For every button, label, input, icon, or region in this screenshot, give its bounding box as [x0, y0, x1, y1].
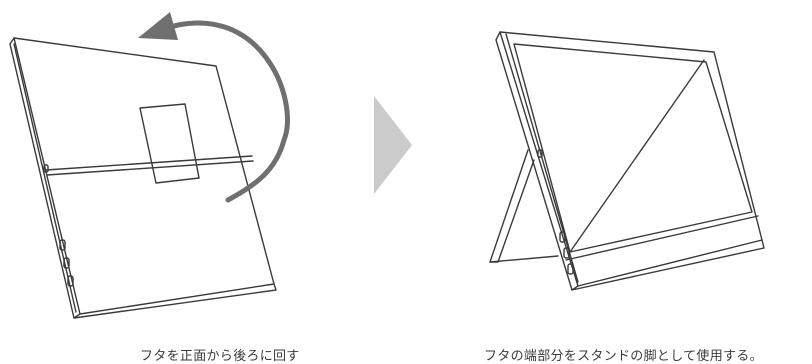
step-2-caption: フタの端部分をスタンドの脚として使用する。 — [484, 349, 763, 364]
monitor-left-edge-inner — [505, 33, 579, 283]
monitor-back-panel — [13, 37, 275, 315]
next-step-arrow-icon — [374, 96, 412, 194]
cover-fold-line — [45, 155, 253, 171]
monitor-bottom-bezel — [571, 239, 765, 291]
monitor-back-view — [9, 37, 277, 319]
monitor-screen — [513, 43, 753, 253]
stand-leg — [489, 149, 535, 263]
monitor-bottom-edge — [73, 283, 277, 319]
port-icons — [43, 164, 74, 287]
monitor-side-edge-inner — [13, 43, 77, 313]
monitor-front-view — [489, 31, 765, 291]
stand-leg-base — [489, 255, 559, 263]
monitor-side-edge — [9, 37, 81, 319]
step-1-caption: フタを正面から後ろに回す — [140, 349, 300, 364]
monitor-left-edge — [495, 31, 579, 291]
port-icons-front — [537, 149, 574, 275]
cover-fold-line-2 — [46, 160, 254, 176]
rotation-arrow-icon — [138, 12, 290, 203]
cover-flap — [139, 103, 200, 184]
monitor-chin — [565, 215, 759, 261]
screen-reflection — [569, 59, 705, 253]
monitor-frame — [499, 31, 763, 287]
